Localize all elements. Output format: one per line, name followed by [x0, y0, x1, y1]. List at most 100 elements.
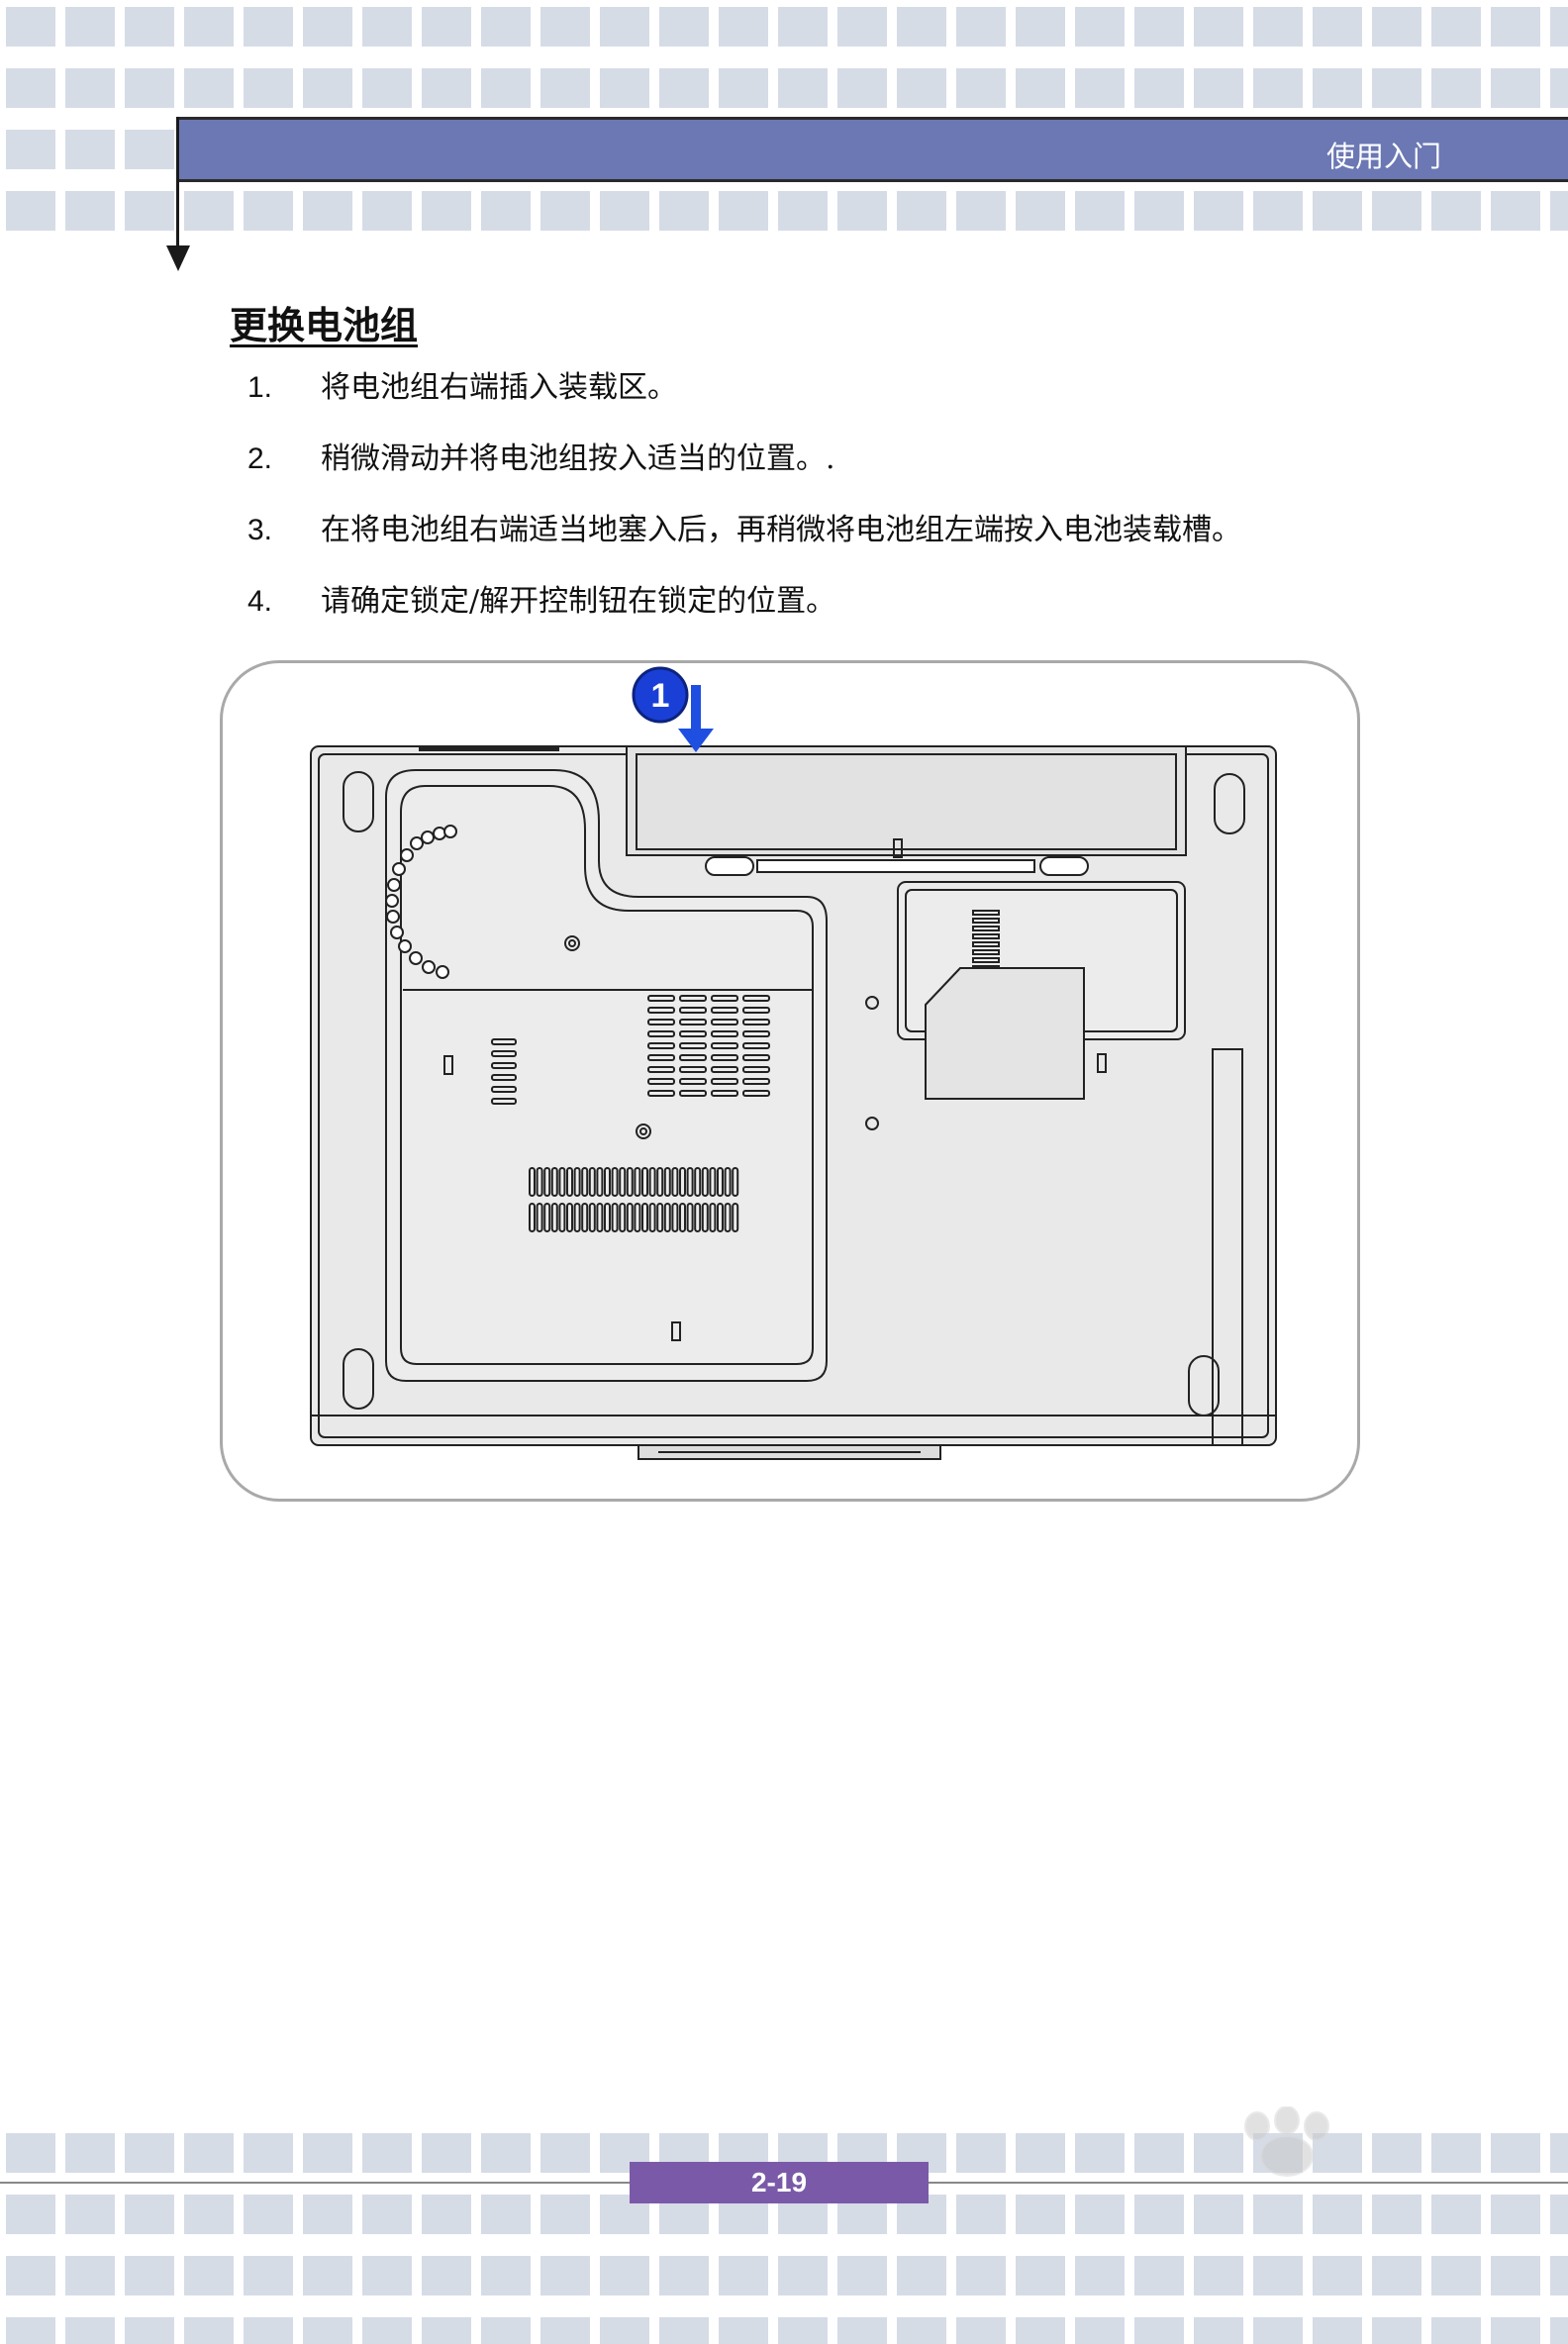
tile	[897, 68, 946, 108]
down-arrow-icon	[678, 685, 714, 752]
header-section-title: 使用入门	[1325, 140, 1441, 173]
tile	[1194, 2133, 1243, 2173]
tile	[1016, 7, 1065, 47]
tile	[1313, 68, 1362, 108]
tile	[65, 2256, 115, 2295]
tile	[65, 7, 115, 47]
tile	[481, 2317, 531, 2344]
tile	[1491, 2195, 1540, 2234]
tile	[600, 2317, 649, 2344]
tile	[1134, 2195, 1184, 2234]
tile	[1075, 2133, 1125, 2173]
tile	[303, 2195, 352, 2234]
tile	[1372, 191, 1421, 231]
tile	[1431, 2256, 1481, 2295]
tile	[1372, 2256, 1421, 2295]
tile	[6, 2195, 55, 2234]
tile	[1075, 2317, 1125, 2344]
tile	[540, 2256, 590, 2295]
tile	[362, 2195, 412, 2234]
tile	[719, 2317, 768, 2344]
tile	[422, 7, 471, 47]
tile	[897, 7, 946, 47]
tile	[1016, 2317, 1065, 2344]
tile	[1372, 7, 1421, 47]
tile	[1372, 68, 1421, 108]
tile	[1194, 2256, 1243, 2295]
tile	[303, 2317, 352, 2344]
callout-1-icon: 1	[632, 666, 689, 724]
tile	[125, 7, 174, 47]
tile	[1016, 2256, 1065, 2295]
fan-vent-icon	[385, 825, 457, 979]
tile	[719, 68, 768, 108]
tile	[184, 7, 234, 47]
tile	[303, 68, 352, 108]
tile	[778, 2317, 828, 2344]
baidu-jingyan-watermark	[1244, 2106, 1329, 2177]
tile	[1075, 2195, 1125, 2234]
tile	[956, 191, 1006, 231]
tile	[125, 68, 174, 108]
tile	[125, 2317, 174, 2344]
tile	[1194, 7, 1243, 47]
tile	[1253, 2317, 1303, 2344]
tile	[778, 68, 828, 108]
tile	[244, 2256, 293, 2295]
tile	[1313, 7, 1362, 47]
tile	[1075, 68, 1125, 108]
tile	[1134, 68, 1184, 108]
tile	[600, 7, 649, 47]
laptop-bottom-illustration: 1	[310, 666, 1277, 1460]
tile	[481, 7, 531, 47]
tile	[244, 68, 293, 108]
tile	[1550, 2133, 1568, 2173]
tile	[1372, 2133, 1421, 2173]
tile	[1491, 7, 1540, 47]
tile	[1253, 2195, 1303, 2234]
tile	[1372, 2317, 1421, 2344]
tile	[1550, 68, 1568, 108]
tile	[540, 2133, 590, 2173]
tile	[65, 2317, 115, 2344]
tile	[125, 130, 174, 169]
tile	[897, 2317, 946, 2344]
tile	[6, 2133, 55, 2173]
tile	[481, 68, 531, 108]
step-number: 3.	[247, 514, 273, 546]
tile	[837, 2256, 887, 2295]
header-vertical-line	[176, 117, 179, 245]
tile	[659, 2256, 709, 2295]
tile	[1253, 7, 1303, 47]
tile	[1134, 2317, 1184, 2344]
tile	[303, 7, 352, 47]
tile	[1313, 2195, 1362, 2234]
tile	[303, 2133, 352, 2173]
tile	[600, 191, 649, 231]
tile	[422, 2317, 471, 2344]
tile	[600, 68, 649, 108]
tile	[481, 2256, 531, 2295]
tile	[956, 2256, 1006, 2295]
tile	[837, 7, 887, 47]
tile	[244, 191, 293, 231]
tile	[1016, 191, 1065, 231]
tile	[65, 2195, 115, 2234]
tile	[540, 2195, 590, 2234]
tile	[956, 2317, 1006, 2344]
tile	[837, 2317, 887, 2344]
tile	[1194, 2317, 1243, 2344]
tile	[1550, 2195, 1568, 2234]
tile	[540, 68, 590, 108]
tile	[897, 2256, 946, 2295]
page-number: 2-19	[630, 2162, 929, 2203]
tile	[719, 7, 768, 47]
tile	[719, 191, 768, 231]
tile	[1431, 68, 1481, 108]
tile	[540, 191, 590, 231]
tile	[125, 191, 174, 231]
tile	[1491, 191, 1540, 231]
tile	[1491, 2256, 1540, 2295]
tile	[1016, 2133, 1065, 2173]
tile	[65, 191, 115, 231]
